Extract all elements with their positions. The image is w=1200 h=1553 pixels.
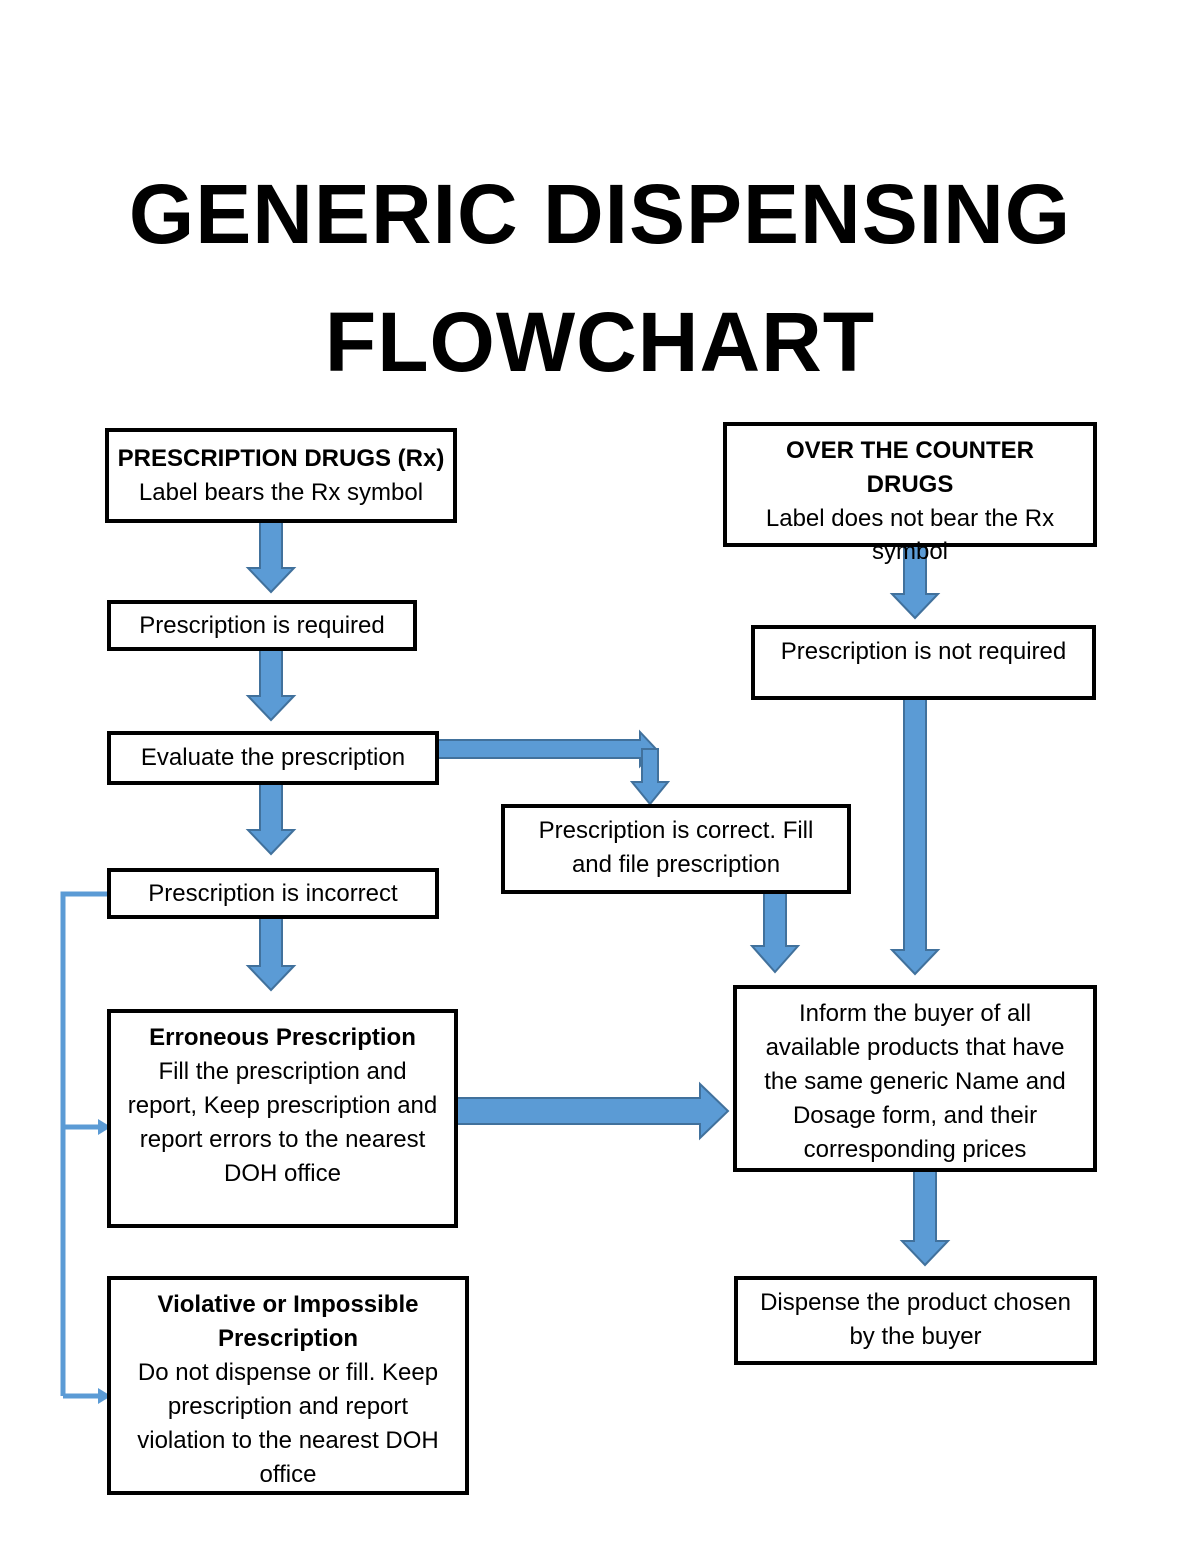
node-prescription-incorrect-text: Prescription is incorrect xyxy=(148,880,398,907)
connector-arrowhead-violative xyxy=(98,1388,111,1404)
node-prescription-drugs-text: Label bears the Rx symbol xyxy=(138,479,424,506)
node-evaluate-prescription: Evaluate the prescription xyxy=(107,731,439,785)
node-violative-prescription: Violative or Impossible Prescription Do … xyxy=(107,1276,469,1495)
arrow-evaluate-to-incorrect xyxy=(245,781,297,856)
page-title: GENERIC DISPENSING FLOWCHART xyxy=(0,150,1200,406)
arrow-incorrect-to-erroneous xyxy=(245,917,297,992)
node-prescription-correct-text: Prescription is correct. Fill and file p… xyxy=(538,817,814,878)
arrow-evaluate-to-correct-horizontal xyxy=(436,729,658,769)
node-erroneous-prescription-heading: Erroneous Prescription xyxy=(149,1024,416,1051)
node-prescription-required-text: Prescription is required xyxy=(139,612,385,639)
node-violative-prescription-heading: Violative or Impossible Prescription xyxy=(157,1291,419,1352)
node-inform-buyer: Inform the buyer of all available produc… xyxy=(733,985,1097,1172)
arrow-inform-to-dispense xyxy=(899,1169,951,1267)
arrow-otc-to-not-required xyxy=(889,544,941,620)
node-prescription-correct: Prescription is correct. Fill and file p… xyxy=(501,804,851,894)
node-inform-buyer-text: Inform the buyer of all available produc… xyxy=(764,1000,1066,1163)
node-prescription-incorrect: Prescription is incorrect xyxy=(107,868,439,919)
node-otc-drugs-heading: OVER THE COUNTER DRUGS xyxy=(785,437,1034,498)
connector-arrowhead-erroneous xyxy=(98,1119,111,1135)
node-dispense-product: Dispense the product chosen by the buyer xyxy=(734,1276,1097,1365)
node-prescription-not-required: Prescription is not required xyxy=(751,625,1096,700)
arrow-correct-to-inform xyxy=(749,891,801,974)
arrow-not-required-to-inform xyxy=(889,697,941,976)
node-erroneous-prescription: Erroneous Prescription Fill the prescrip… xyxy=(107,1009,458,1228)
node-erroneous-prescription-text: Fill the prescription and report, Keep p… xyxy=(127,1058,438,1187)
arrow-rx-to-required xyxy=(245,519,297,594)
node-violative-prescription-text: Do not dispense or fill. Keep prescripti… xyxy=(137,1359,439,1488)
node-prescription-required: Prescription is required xyxy=(107,600,417,651)
title-line-2: FLOWCHART xyxy=(324,295,876,389)
node-prescription-drugs-heading: PRESCRIPTION DRUGS (Rx) xyxy=(117,445,445,472)
node-prescription-not-required-text: Prescription is not required xyxy=(780,638,1067,665)
title-line-1: GENERIC DISPENSING xyxy=(128,167,1072,261)
node-evaluate-prescription-text: Evaluate the prescription xyxy=(140,744,406,771)
node-otc-drugs: OVER THE COUNTER DRUGS Label does not be… xyxy=(723,422,1097,565)
node-otc-drugs-text: Label does not bear the Rx symbol xyxy=(765,505,1055,565)
arrow-required-to-evaluate xyxy=(245,647,297,722)
node-dispense-product-text: Dispense the product chosen by the buyer xyxy=(760,1289,1071,1350)
incorrect-branch-connector xyxy=(60,891,110,1399)
arrow-evaluate-to-correct-vertical xyxy=(629,748,671,806)
node-prescription-drugs: PRESCRIPTION DRUGS (Rx) Label bears the … xyxy=(105,428,457,523)
arrow-erroneous-to-inform xyxy=(455,1081,730,1141)
